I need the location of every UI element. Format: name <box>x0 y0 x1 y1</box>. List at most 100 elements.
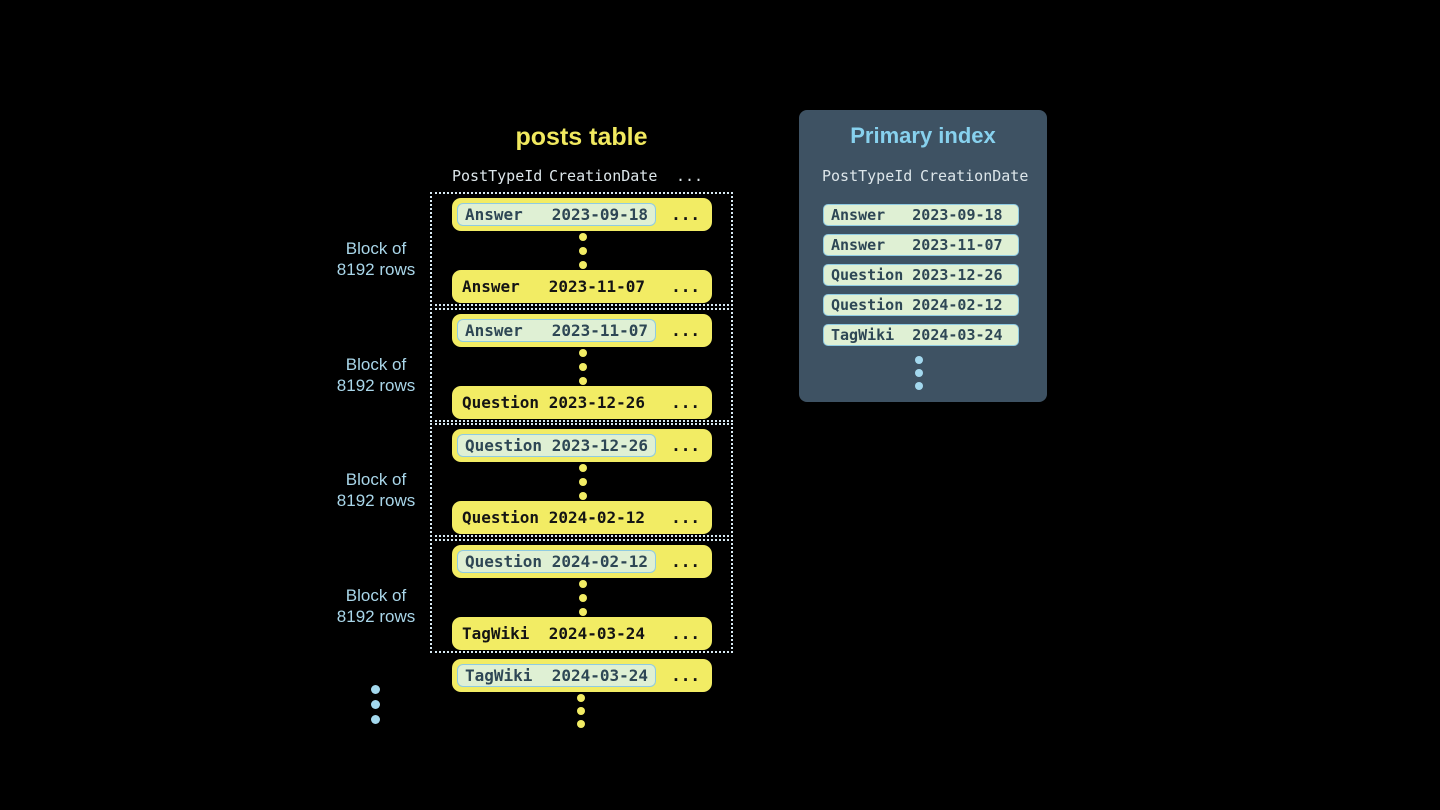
index-entry: Question 2024-02-12 <box>823 294 1019 316</box>
row-more-columns: ... <box>671 666 700 685</box>
ellipsis-dots-more-rows <box>577 694 585 728</box>
creationdate-value: 2024-02-12 <box>548 508 646 527</box>
dot <box>579 492 587 500</box>
ellipsis-dots-rows <box>579 464 587 500</box>
block-label-line1: Block of <box>345 355 407 374</box>
posttypeid-value: Answer <box>831 236 886 254</box>
dot <box>915 382 923 390</box>
row-more-columns: ... <box>671 205 700 224</box>
creationdate-value: 2024-02-12 <box>551 552 649 571</box>
table-row-overflow: TagWiki 2024-03-24 ... <box>452 659 712 692</box>
creationdate-value: 2023-11-07 <box>548 277 646 296</box>
block-label-line2: 8192 rows <box>336 260 416 279</box>
block-label-line2: 8192 rows <box>336 491 416 510</box>
table-block-3: Question 2023-12-26 ... Question 2024-02-1… <box>430 423 733 537</box>
row-more-columns: ... <box>671 436 700 455</box>
dot <box>579 363 587 371</box>
block-label-4: Block of 8192 rows <box>296 585 456 627</box>
row-more-columns: ... <box>671 277 700 296</box>
dot <box>915 356 923 364</box>
dot <box>577 694 585 702</box>
row-values: Answer 2023-11-07 <box>457 277 645 296</box>
dot <box>371 715 380 724</box>
row-values: Question 2023-12-26 <box>457 393 645 412</box>
posttypeid-value: Question <box>465 436 543 455</box>
creationdate-value: 2024-02-12 <box>912 296 1003 314</box>
posttypeid-value: TagWiki <box>462 624 530 643</box>
column-header-posttypeid: PostTypeId <box>452 167 543 185</box>
column-header-creationdate: CreationDate <box>920 167 1029 185</box>
posttypeid-value: Answer <box>462 277 520 296</box>
row-more-columns: ... <box>671 393 700 412</box>
table-row: Question 2023-12-26 ... <box>452 386 712 419</box>
table-row: Question 2024-02-12 ... <box>452 501 712 534</box>
dot <box>579 261 587 269</box>
dot <box>371 685 380 694</box>
dot <box>579 233 587 241</box>
dot <box>579 349 587 357</box>
dot <box>579 377 587 385</box>
posttypeid-value: Answer <box>831 206 886 224</box>
posttypeid-value: Question <box>831 296 904 314</box>
block-label-line2: 8192 rows <box>336 376 416 395</box>
posttypeid-value: Question <box>462 508 540 527</box>
block-label-line2: 8192 rows <box>336 607 416 626</box>
dot <box>915 369 923 377</box>
creationdate-value: 2023-12-26 <box>551 436 649 455</box>
indexed-columns-cell: Question 2024-02-12 <box>457 550 657 573</box>
block-label-line1: Block of <box>345 470 407 489</box>
primary-index-column-headers: PostTypeId CreationDate <box>799 167 1047 187</box>
dot <box>579 464 587 472</box>
row-values: Question 2024-02-12 <box>457 508 645 527</box>
ellipsis-dots-rows <box>579 233 587 269</box>
column-header-posttypeid: PostTypeId <box>822 167 913 185</box>
posttypeid-value: Answer <box>465 205 523 224</box>
dot <box>579 594 587 602</box>
dot <box>577 720 585 728</box>
primary-index-title: Primary index <box>850 123 996 148</box>
indexed-columns-cell: Question 2023-12-26 <box>457 434 657 457</box>
block-label-line1: Block of <box>345 586 407 605</box>
ellipsis-dots-more-blocks <box>371 685 380 724</box>
index-entry: TagWiki 2024-03-24 <box>823 324 1019 346</box>
creationdate-value: 2023-11-07 <box>551 321 649 340</box>
row-more-columns: ... <box>671 508 700 527</box>
table-row: Answer 2023-11-07 ... <box>452 270 712 303</box>
row-more-columns: ... <box>671 552 700 571</box>
dot <box>371 700 380 709</box>
table-row: Question 2024-02-12 ... <box>452 545 712 578</box>
dot <box>579 580 587 588</box>
posttypeid-value: Question <box>465 552 543 571</box>
column-header-more: ... <box>676 167 704 185</box>
column-header-creationdate: CreationDate <box>549 167 658 185</box>
posttypeid-value: Question <box>462 393 540 412</box>
primary-index-panel: Primary index PostTypeId CreationDate An… <box>799 110 1047 402</box>
ellipsis-dots-rows <box>579 580 587 616</box>
block-label-line1: Block of <box>345 239 407 258</box>
indexed-columns-cell: TagWiki 2024-03-24 <box>457 664 657 687</box>
creationdate-value: 2024-03-24 <box>551 666 649 685</box>
posttypeid-value: TagWiki <box>831 326 895 344</box>
ellipsis-dots-more-index-entries <box>915 356 923 390</box>
creationdate-value: 2023-09-18 <box>912 206 1003 224</box>
creationdate-value: 2024-03-24 <box>912 326 1003 344</box>
creationdate-value: 2023-11-07 <box>912 236 1003 254</box>
posts-table-column-headers: PostTypeId CreationDate ... <box>430 167 733 187</box>
creationdate-value: 2023-12-26 <box>548 393 646 412</box>
posts-table-title: posts table <box>515 123 648 151</box>
posttypeid-value: TagWiki <box>465 666 533 685</box>
creationdate-value: 2023-12-26 <box>912 266 1003 284</box>
index-entry: Answer 2023-09-18 <box>823 204 1019 226</box>
block-label-1: Block of 8192 rows <box>296 238 456 280</box>
